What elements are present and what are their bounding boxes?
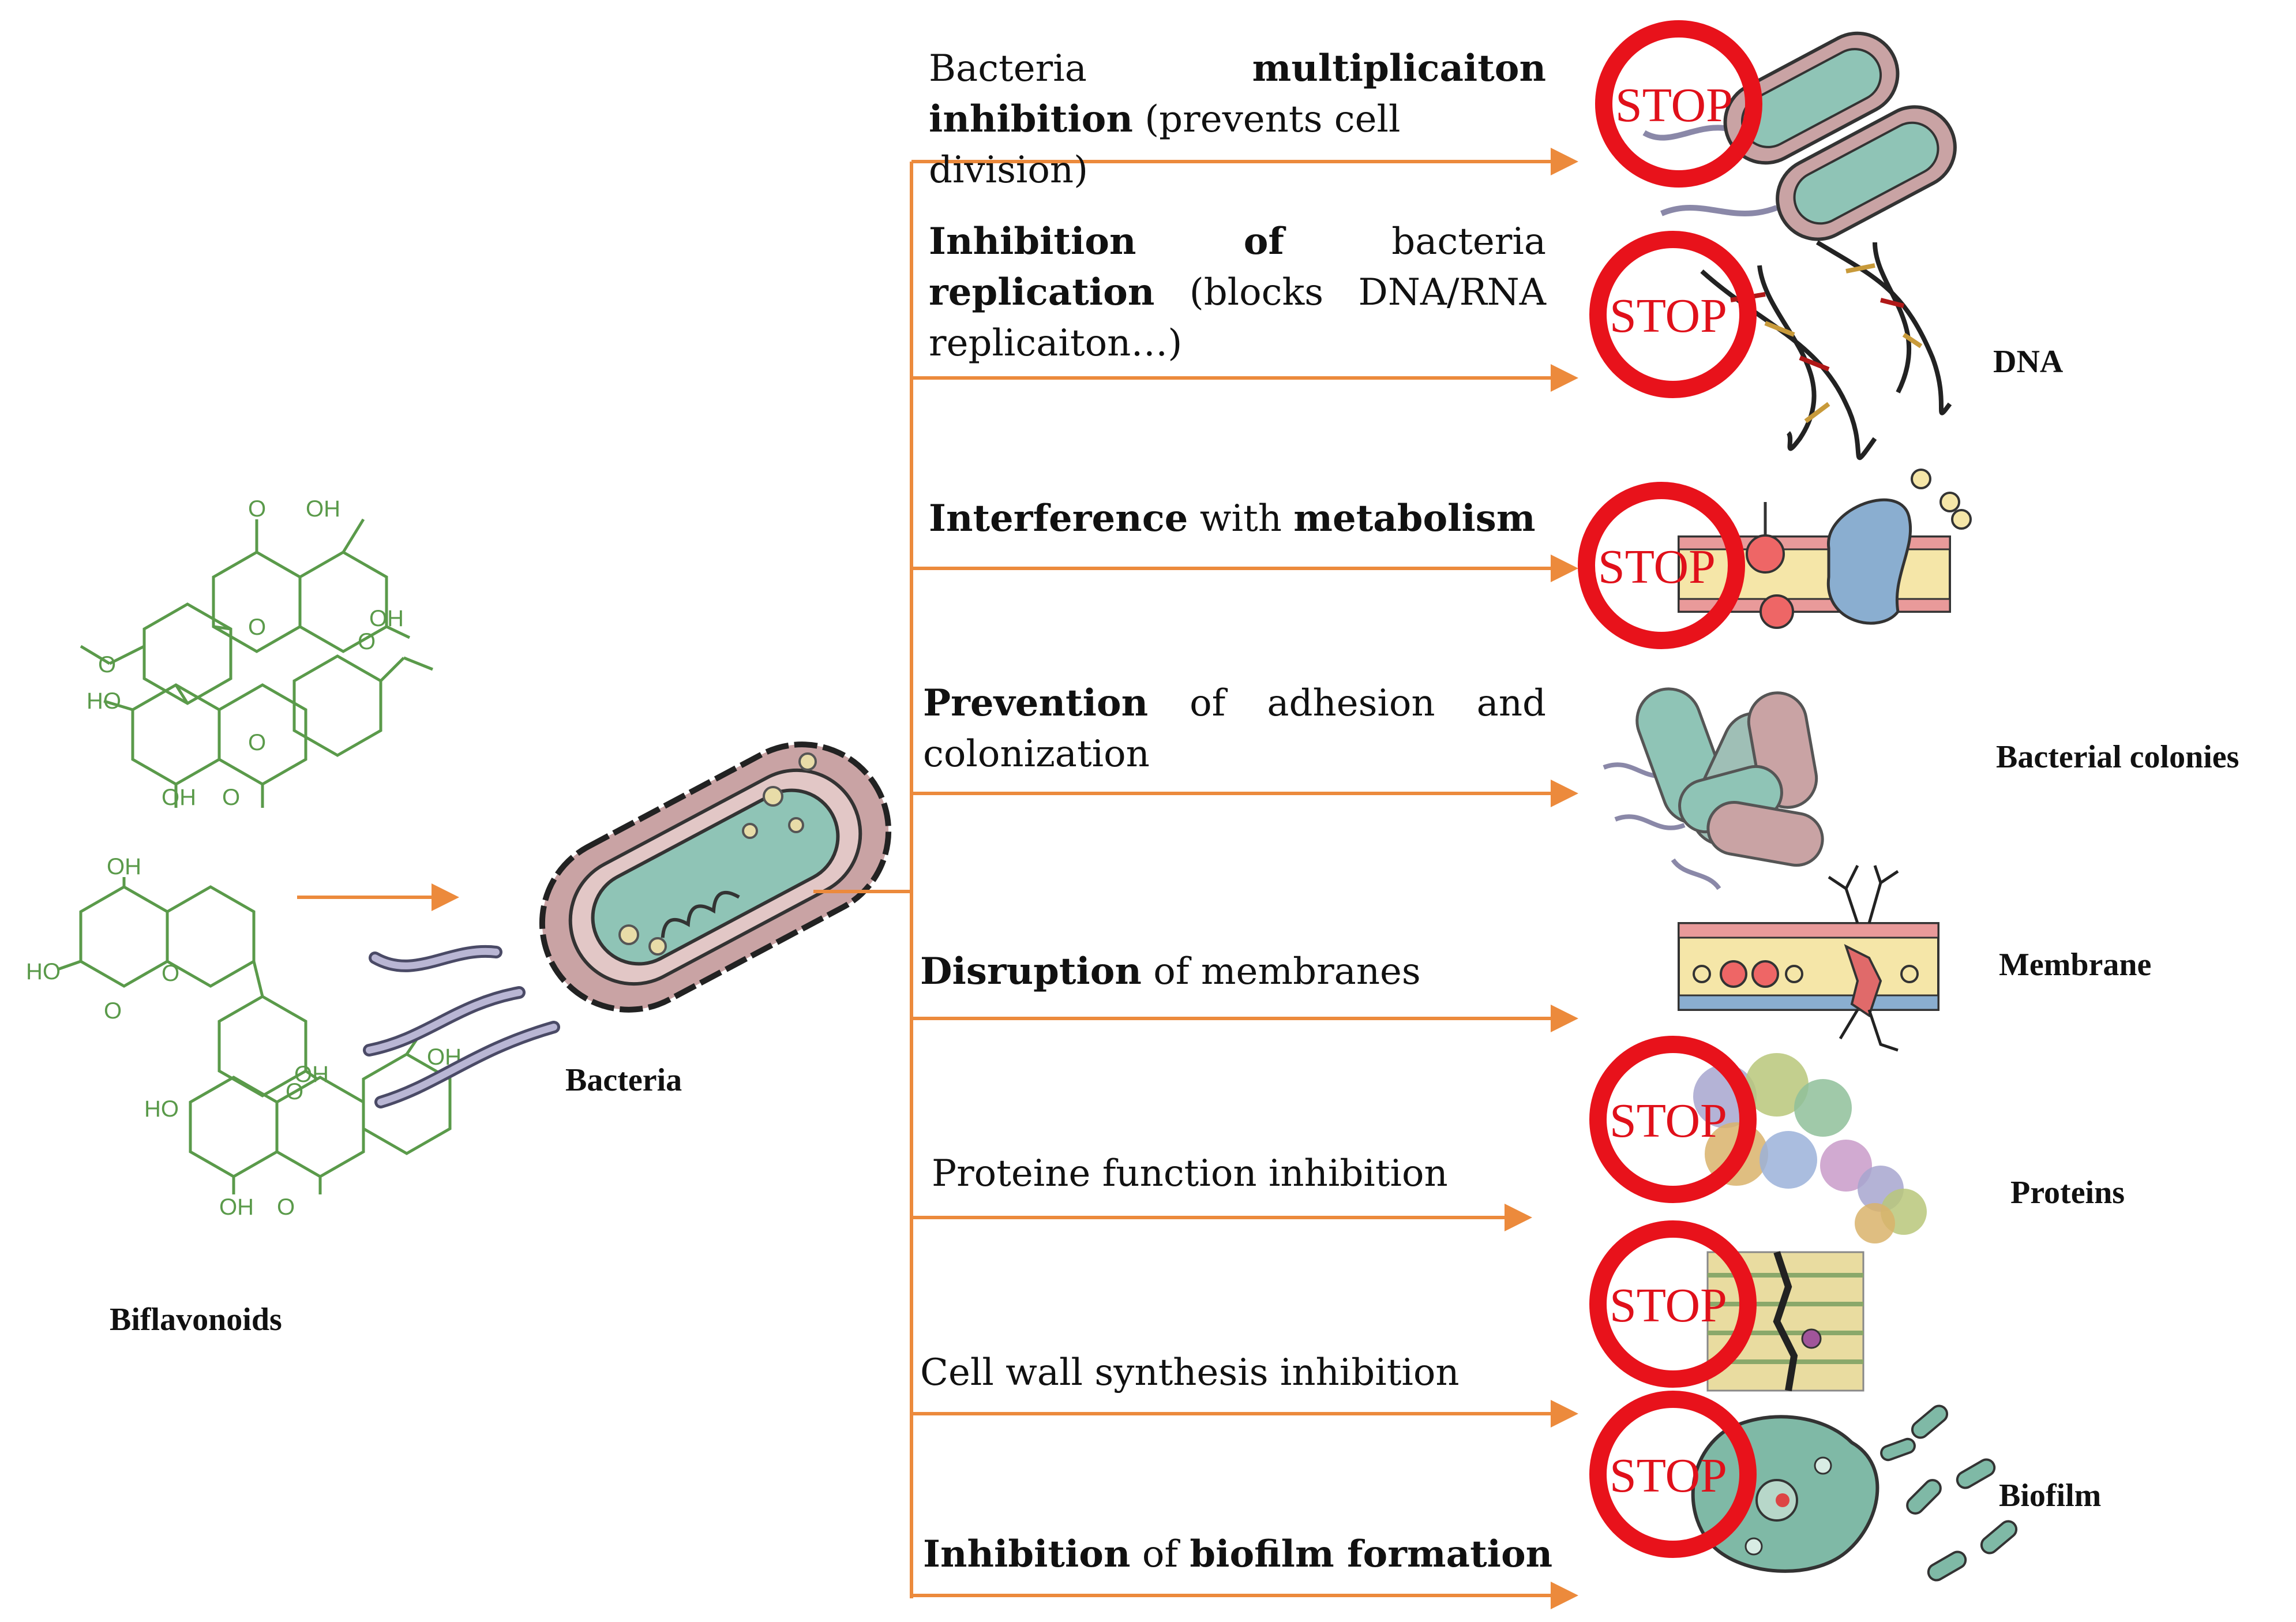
mechanism-bold: multiplicaiton	[1252, 47, 1546, 90]
mechanism-adhesion: Prevention of adhesion and colonization	[923, 678, 1546, 780]
mechanism-text: Proteine function inhibition	[932, 1152, 1448, 1195]
mechanism-bold: Disruption	[920, 950, 1142, 993]
mechanism-line: inhibition (prevents cell division)	[929, 94, 1546, 196]
mechanism-bold: metabolism	[1293, 497, 1536, 540]
stop-sign-6: STOP	[1589, 1391, 1757, 1558]
mechanism-line: replicaiton…)	[929, 318, 1546, 369]
mechanism-bold: Inhibition	[923, 1533, 1131, 1576]
chem-label-o: O	[358, 629, 376, 654]
bacterial-colonies-illustration	[1603, 687, 1824, 890]
stop-text: STOP	[1610, 1449, 1727, 1503]
mechanism-text: Cell wall synthesis inhibition	[920, 1351, 1460, 1394]
mechanism-metabolism: Interference with metabolism	[929, 493, 1563, 544]
mechanism-text: (prevents cell division)	[929, 98, 1401, 192]
stop-sign-1: STOP	[1595, 20, 1762, 188]
mechanism-biofilm: Inhibition of biofilm formation	[923, 1529, 1558, 1580]
target-label-membrane: Membrane	[1999, 947, 2152, 983]
target-label-bacterial-colonies: Bacterial colonies	[1996, 739, 2239, 775]
biflavonoid-structure-1-labels: O OH O OH O HO O O OH O	[87, 496, 404, 810]
mechanism-line: Prevention of adhesion and	[923, 678, 1546, 729]
chem-label-o: O	[162, 961, 179, 986]
biflavonoid-structure-1	[80, 518, 433, 808]
mechanism-bold: biofilm formation	[1190, 1533, 1553, 1576]
branch-arrows	[813, 148, 1578, 1609]
stop-sign-5: STOP	[1589, 1220, 1757, 1388]
stop-text: STOP	[1610, 1094, 1727, 1148]
disrupted-membrane-illustration	[1678, 864, 1939, 1052]
stop-text: STOP	[1615, 78, 1733, 132]
chem-label-o: O	[104, 998, 122, 1024]
target-label-dna: DNA	[1993, 344, 2064, 380]
mechanism-bold: inhibition	[929, 98, 1133, 141]
cell-wall-illustration	[1706, 1251, 1864, 1392]
mechanism-bold: Inhibition	[929, 220, 1136, 263]
chem-label-o: O	[248, 496, 266, 522]
mechanism-membrane: Disruption of membranes	[920, 946, 1555, 997]
mechanism-text: of membranes	[1153, 950, 1421, 993]
chem-label-o: O	[222, 785, 240, 810]
stop-text: STOP	[1610, 1279, 1727, 1332]
chem-label-ho: HO	[87, 688, 121, 714]
mechanism-text: of	[1142, 1533, 1179, 1576]
dna-illustration	[1700, 240, 1952, 460]
mechanism-cell-wall: Cell wall synthesis inhibition	[920, 1347, 1555, 1398]
chem-label-o: O	[248, 615, 266, 640]
mechanism-text: of adhesion and	[1190, 682, 1547, 725]
chem-label-ho: HO	[144, 1096, 179, 1122]
stop-sign-4: STOP	[1589, 1036, 1757, 1203]
mechanism-bold: replication	[929, 271, 1155, 314]
biflavonoid-structure-2-labels: OH HO O O OH OH HO O OH O	[26, 854, 462, 1220]
mechanism-bold: of	[1243, 220, 1284, 263]
mechanism-line: replication (blocks DNA/RNA	[929, 267, 1546, 318]
chem-label-o: O	[277, 1194, 295, 1220]
dividing-bacteria-illustration	[1642, 31, 1957, 241]
target-label-biofilm: Biofilm	[1999, 1478, 2102, 1514]
chem-label-o: O	[98, 652, 116, 677]
chem-label-oh: OH	[294, 1062, 329, 1087]
stop-text: STOP	[1598, 540, 1716, 594]
mechanism-text: replicaiton…)	[929, 322, 1183, 365]
chem-label-oh: OH	[306, 496, 340, 522]
target-label-proteins: Proteins	[2010, 1175, 2125, 1211]
metabolism-illustration	[1678, 469, 1972, 629]
chem-label-ho: HO	[26, 959, 61, 984]
chem-label-o: O	[248, 730, 266, 755]
mechanism-bold: Prevention	[923, 681, 1149, 725]
mechanism-text: Bacteria	[929, 47, 1087, 90]
biflavonoid-structure-2	[57, 877, 452, 1194]
mechanism-protein: Proteine function inhibition	[932, 1148, 1566, 1199]
bacteria-illustration	[363, 741, 892, 1108]
chem-label-oh: OH	[219, 1194, 254, 1220]
chem-label-oh: OH	[369, 606, 404, 631]
stop-sign-3: STOP	[1578, 482, 1745, 649]
chem-label-o: O	[286, 1079, 303, 1104]
mechanism-text: bacteria	[1391, 220, 1546, 263]
mechanism-line: colonization	[923, 729, 1546, 780]
bacteria-label: Bacteria	[565, 1062, 682, 1098]
mechanism-line: Bacteria multiplicaiton	[929, 43, 1546, 94]
biflavonoids-label: Biflavonoids	[110, 1302, 282, 1338]
mechanism-multiplication: Bacteria multiplicaiton inhibition (prev…	[929, 43, 1546, 196]
mechanism-line: Inhibition of bacteria	[929, 216, 1546, 267]
mechanism-text: (blocks DNA/RNA	[1189, 271, 1546, 314]
stop-sign-2: STOP	[1589, 231, 1757, 398]
mechanism-replication: Inhibition of bacteria replication (bloc…	[929, 216, 1546, 369]
chem-label-oh: OH	[107, 854, 141, 879]
stop-text: STOP	[1610, 289, 1727, 343]
mechanism-text: colonization	[923, 733, 1150, 776]
mechanism-text: with	[1199, 497, 1282, 540]
mechanism-bold: Interference	[929, 497, 1188, 540]
chem-label-oh: OH	[162, 785, 196, 810]
